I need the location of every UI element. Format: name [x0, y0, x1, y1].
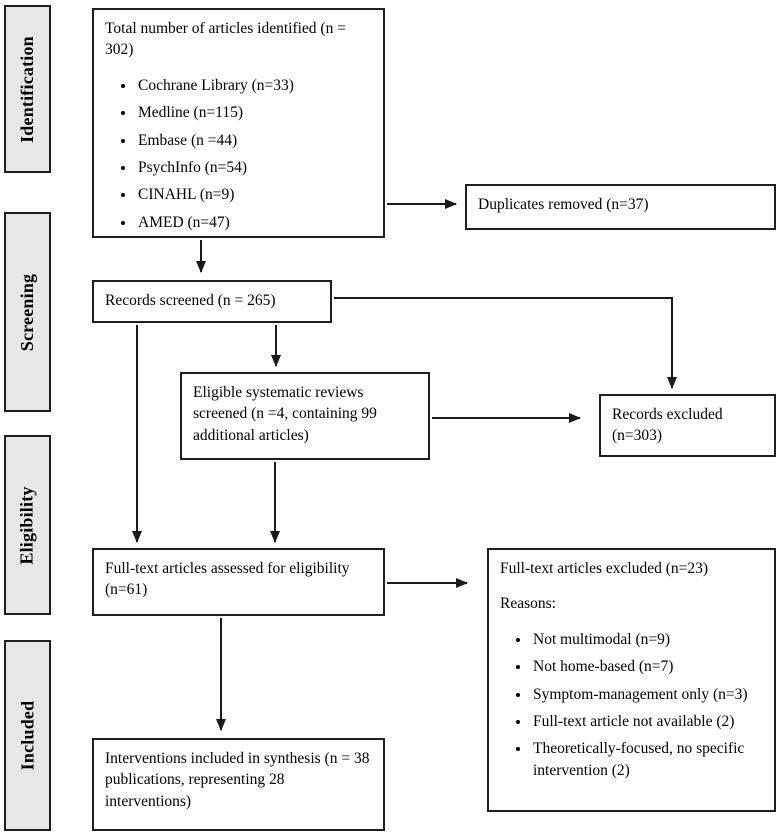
bullet-item: Theoretically-focused, no specific inter…	[531, 738, 763, 781]
box-eligible-text: Eligible systematic reviews screened (n …	[193, 384, 377, 444]
box-records-excluded: Records excluded (n=303)	[599, 394, 776, 457]
box-fulltext-assessed-text: Full-text articles assessed for eligibil…	[105, 560, 350, 599]
stage-label-identification: Identification	[17, 35, 37, 143]
bullet-item: Embase (n =44)	[136, 130, 372, 151]
box-records-excluded-text: Records excluded (n=303)	[612, 406, 723, 445]
stage-label-eligibility: Eligibility	[17, 485, 37, 565]
box-included-synthesis-text: Interventions included in synthesis (n =…	[105, 750, 370, 810]
box-records-screened: Records screened (n = 265)	[92, 280, 332, 323]
box-total-title: Total number of articles identified (n =…	[105, 20, 346, 59]
box-screened-text: Records screened (n = 265)	[105, 292, 276, 309]
box-eligible-reviews: Eligible systematic reviews screened (n …	[180, 372, 430, 460]
box-fulltext-excluded: Full-text articles excluded (n=23) Reaso…	[487, 548, 776, 812]
stage-identification: Identification	[4, 5, 51, 173]
stage-eligibility: Eligibility	[4, 435, 51, 615]
bullet-item: Cochrane Library (n=33)	[136, 75, 372, 96]
bullet-item: Medline (n=115)	[136, 102, 372, 123]
stage-screening: Screening	[4, 212, 51, 412]
stage-label-included: Included	[17, 700, 38, 771]
box-duplicates-removed: Duplicates removed (n=37)	[465, 184, 776, 230]
bullet-item: PsychInfo (n=54)	[136, 157, 372, 178]
bullet-item: Full-text article not available (2)	[531, 711, 763, 732]
stage-included: Included	[4, 640, 51, 831]
bullet-item: Not home-based (n=7)	[531, 656, 763, 677]
bullet-item: Symptom-management only (n=3)	[531, 684, 763, 705]
box-total-identified: Total number of articles identified (n =…	[92, 8, 385, 238]
box-duplicates-text: Duplicates removed (n=37)	[478, 196, 649, 213]
box-total-source-list: Cochrane Library (n=33) Medline (n=115) Em…	[105, 75, 372, 233]
bullet-item: AMED (n=47)	[136, 212, 372, 233]
box-fulltext-assessed: Full-text articles assessed for eligibil…	[92, 548, 385, 616]
box-fulltext-excluded-title: Full-text articles excluded (n=23)	[500, 560, 709, 577]
box-fulltext-excluded-reason-list: Not multimodal (n=9) Not home-based (n=7)…	[500, 629, 763, 781]
box-included-synthesis: Interventions included in synthesis (n =…	[92, 738, 385, 831]
bullet-item: Not multimodal (n=9)	[531, 629, 763, 650]
stage-label-screening: Screening	[17, 273, 37, 351]
box-fulltext-excluded-reasons-label: Reasons:	[500, 595, 556, 613]
bullet-item: CINAHL (n=9)	[136, 184, 372, 205]
